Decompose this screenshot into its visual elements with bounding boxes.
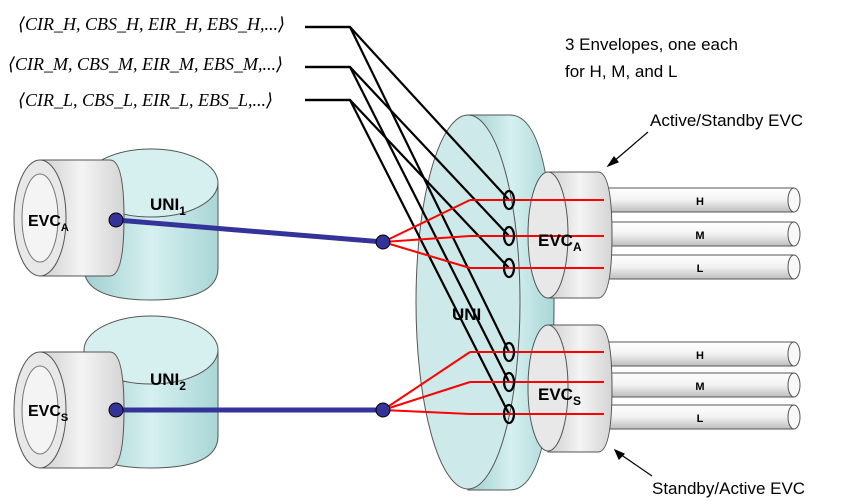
envelope-ring-m-upper bbox=[502, 225, 516, 247]
pipe-l-lower-label: L bbox=[697, 413, 704, 425]
pipe-l-upper-label: L bbox=[697, 263, 704, 275]
evc-a-left-label: EVCA bbox=[28, 213, 69, 234]
uni1-label: UNI1 bbox=[150, 195, 186, 218]
uni-center-dot-lower bbox=[375, 402, 391, 418]
envelope-rings bbox=[502, 189, 516, 425]
uni2-label: UNI2 bbox=[150, 370, 186, 393]
param-list-m: ⟨CIR_M, CBS_M, EIR_M, EBS_M,...⟩ bbox=[8, 54, 283, 74]
blue-lines bbox=[115, 217, 384, 413]
envelopes-caption-line2: for H, M, and L bbox=[565, 62, 677, 81]
envelopes-caption-line1: 3 Envelopes, one each bbox=[565, 35, 738, 54]
pipe-m-lower-label: M bbox=[695, 381, 704, 393]
uni-center-label: UNI bbox=[452, 305, 481, 324]
pipe-h-upper-label: H bbox=[696, 196, 704, 208]
evc-s-right-label: EVCS bbox=[538, 385, 581, 408]
red-lines bbox=[382, 199, 604, 415]
evc-s-left-dot bbox=[108, 402, 124, 418]
param-labels: ⟨CIR_H, CBS_H, EIR_H, EBS_H,...⟩ ⟨CIR_M,… bbox=[8, 14, 285, 110]
blue-dots bbox=[108, 212, 391, 418]
envelope-ring-l-lower bbox=[502, 403, 516, 425]
annotation-arrows bbox=[606, 131, 653, 477]
pipes-lower bbox=[603, 341, 801, 430]
envelope-ring-m-lower bbox=[502, 371, 516, 393]
standby-active-label: Standby/Active EVC bbox=[652, 479, 805, 498]
param-list-l: ⟨CIR_L, CBS_L, EIR_L, EBS_L,...⟩ bbox=[18, 90, 273, 110]
active-standby-label: Active/Standby EVC bbox=[650, 111, 803, 130]
evc-s-right-cylinder bbox=[527, 324, 613, 453]
pipe-m-upper-label: M bbox=[695, 230, 704, 242]
envelope-ring-l-upper bbox=[502, 257, 516, 279]
evc-s-left-cylinder bbox=[13, 351, 125, 469]
envelope-ring-h-upper bbox=[502, 189, 516, 211]
evc-a-right-label: EVCA bbox=[538, 231, 582, 254]
evc-a-left-cylinder bbox=[13, 159, 125, 277]
evc-s-left-label: EVCS bbox=[28, 403, 68, 424]
pipe-h-lower-label: H bbox=[696, 350, 704, 362]
uni-center-dot-upper bbox=[375, 234, 391, 250]
evc-a-left-dot bbox=[108, 212, 124, 228]
envelope-lines bbox=[305, 25, 510, 415]
param-list-h: ⟨CIR_H, CBS_H, EIR_H, EBS_H,...⟩ bbox=[18, 14, 285, 34]
envelope-ring-h-lower bbox=[502, 341, 516, 363]
